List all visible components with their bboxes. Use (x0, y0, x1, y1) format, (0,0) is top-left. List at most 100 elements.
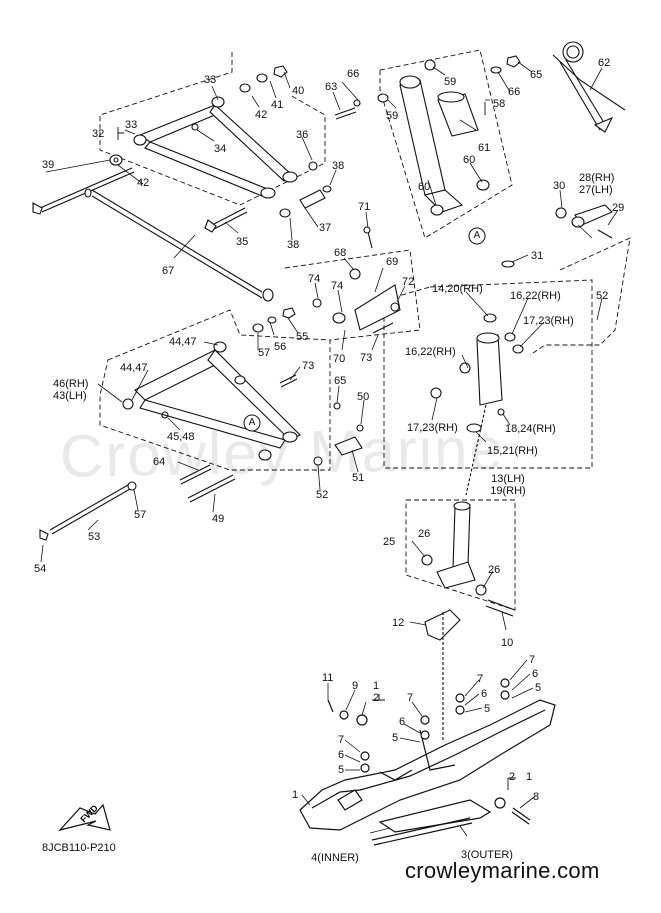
callout-62: 62 (598, 57, 611, 69)
callout-52-b: 52 (596, 290, 609, 302)
lower-arm (39, 307, 364, 541)
callout-35: 35 (236, 236, 249, 248)
callout-74-a: 74 (308, 273, 321, 285)
callout-45-48: 45,48 (167, 431, 195, 443)
callout-7-a: 7 (338, 734, 345, 746)
callout-1-a: 1 (372, 680, 380, 692)
callout-55: 55 (296, 331, 309, 343)
ski-column (421, 501, 516, 742)
shock-absorber (334, 55, 521, 216)
callout-66-a: 66 (347, 68, 360, 80)
fwd-label: FWD (78, 802, 100, 824)
callout-69: 69 (386, 256, 399, 268)
callout-54: 54 (34, 563, 47, 575)
callout-10: 10 (501, 637, 514, 649)
callout-51: 51 (352, 472, 365, 484)
callout-7-d: 7 (529, 654, 536, 666)
bracket-assembly (312, 226, 401, 334)
callout-1-ski: 1 (291, 789, 299, 801)
fwd-arrow-icon (58, 803, 111, 832)
callout-49: 49 (212, 513, 225, 525)
callout-16-22-b: 16,22(RH) (405, 346, 456, 358)
callout-6-a: 6 (338, 749, 345, 761)
callout-15-21: 15,21(RH) (487, 445, 538, 457)
callout-9: 9 (352, 680, 359, 692)
callout-12: 12 (392, 617, 405, 629)
leader-lines (40, 61, 619, 837)
callout-32: 32 (92, 128, 105, 140)
callout-67: 67 (162, 265, 175, 277)
callout-40: 40 (292, 85, 305, 97)
callout-16-22-a: 16,22(RH) (510, 290, 561, 302)
bracket-marks (117, 102, 516, 790)
callout-25: 25 (383, 536, 396, 548)
rod-67 (84, 188, 274, 302)
callout-30: 30 (553, 180, 566, 192)
drawing-code: 8JCB110-P210 (42, 842, 116, 854)
callout-27-28: 28(RH) 27(LH) (579, 172, 615, 196)
callout-58: 58 (493, 98, 506, 110)
callout-17-23-a: 17,23(RH) (523, 315, 574, 327)
circled-a-markers (243, 227, 486, 432)
callout-38-b: 38 (287, 239, 300, 251)
callout-17-23-b: 17,23(RH) (407, 422, 458, 434)
callout-34: 34 (214, 143, 227, 155)
website-label: crowleymarine.com (405, 858, 600, 883)
callout-72: 72 (402, 276, 415, 288)
callout-a-lower: A (248, 417, 256, 428)
callout-26-b: 26 (488, 564, 501, 576)
callout-33-b: 33 (125, 119, 138, 131)
callout-60-a: 60 (463, 154, 476, 166)
callout-44-47-a: 44,47 (169, 336, 197, 348)
callout-65-a: 65 (530, 69, 543, 81)
callout-71: 71 (358, 201, 371, 213)
callout-5-b: 5 (392, 732, 399, 744)
callout-37: 37 (319, 222, 332, 234)
callout-26-a: 26 (418, 528, 431, 540)
callout-8: 8 (533, 791, 540, 803)
steering-arm (501, 204, 613, 268)
upper-arm (32, 65, 332, 233)
callout-31: 31 (531, 250, 544, 262)
callout-7-b: 7 (407, 692, 414, 704)
callout-53: 53 (88, 531, 101, 543)
callout-42-a: 42 (255, 109, 268, 121)
callout-56: 56 (274, 341, 287, 353)
callout-68: 68 (334, 247, 347, 259)
callout-a-upper: A (473, 230, 481, 241)
callout-33-a: 33 (204, 74, 217, 86)
callout-64: 64 (153, 456, 166, 468)
callout-36: 36 (296, 129, 309, 141)
callout-5-a: 5 (338, 764, 345, 776)
callout-39: 39 (42, 159, 55, 171)
callout-52-a: 52 (316, 489, 329, 501)
callout-4: 4(INNER) (311, 852, 359, 864)
callout-42-b: 42 (137, 177, 150, 189)
callout-60-b: 60 (418, 181, 431, 193)
callout-5-c: 5 (484, 703, 491, 715)
callout-41: 41 (271, 99, 284, 111)
callout-6-b: 6 (399, 716, 406, 728)
callout-43-46: 46(RH) 43(LH) (53, 378, 89, 402)
callout-70: 70 (333, 353, 346, 365)
pressure-gauge (552, 41, 626, 133)
callout-57-b: 57 (134, 509, 147, 521)
callout-5-d: 5 (535, 682, 542, 694)
ski (299, 678, 556, 846)
callout-50: 50 (357, 391, 370, 403)
callout-65-b: 65 (334, 375, 347, 387)
callout-59-b: 59 (386, 110, 399, 122)
callout-1-b: 1 (525, 771, 533, 783)
callout-38-a: 38 (332, 160, 345, 172)
callout-61: 61 (478, 142, 491, 154)
callout-66-b: 66 (508, 86, 521, 98)
callout-11: 11 (322, 672, 334, 684)
callout-57-a: 57 (258, 347, 271, 359)
callout-7-c: 7 (477, 673, 484, 685)
callout-14-20: 14,20(RH) (432, 283, 483, 295)
callout-2-b: 2 (508, 771, 516, 783)
callout-6-d: 6 (532, 668, 539, 680)
